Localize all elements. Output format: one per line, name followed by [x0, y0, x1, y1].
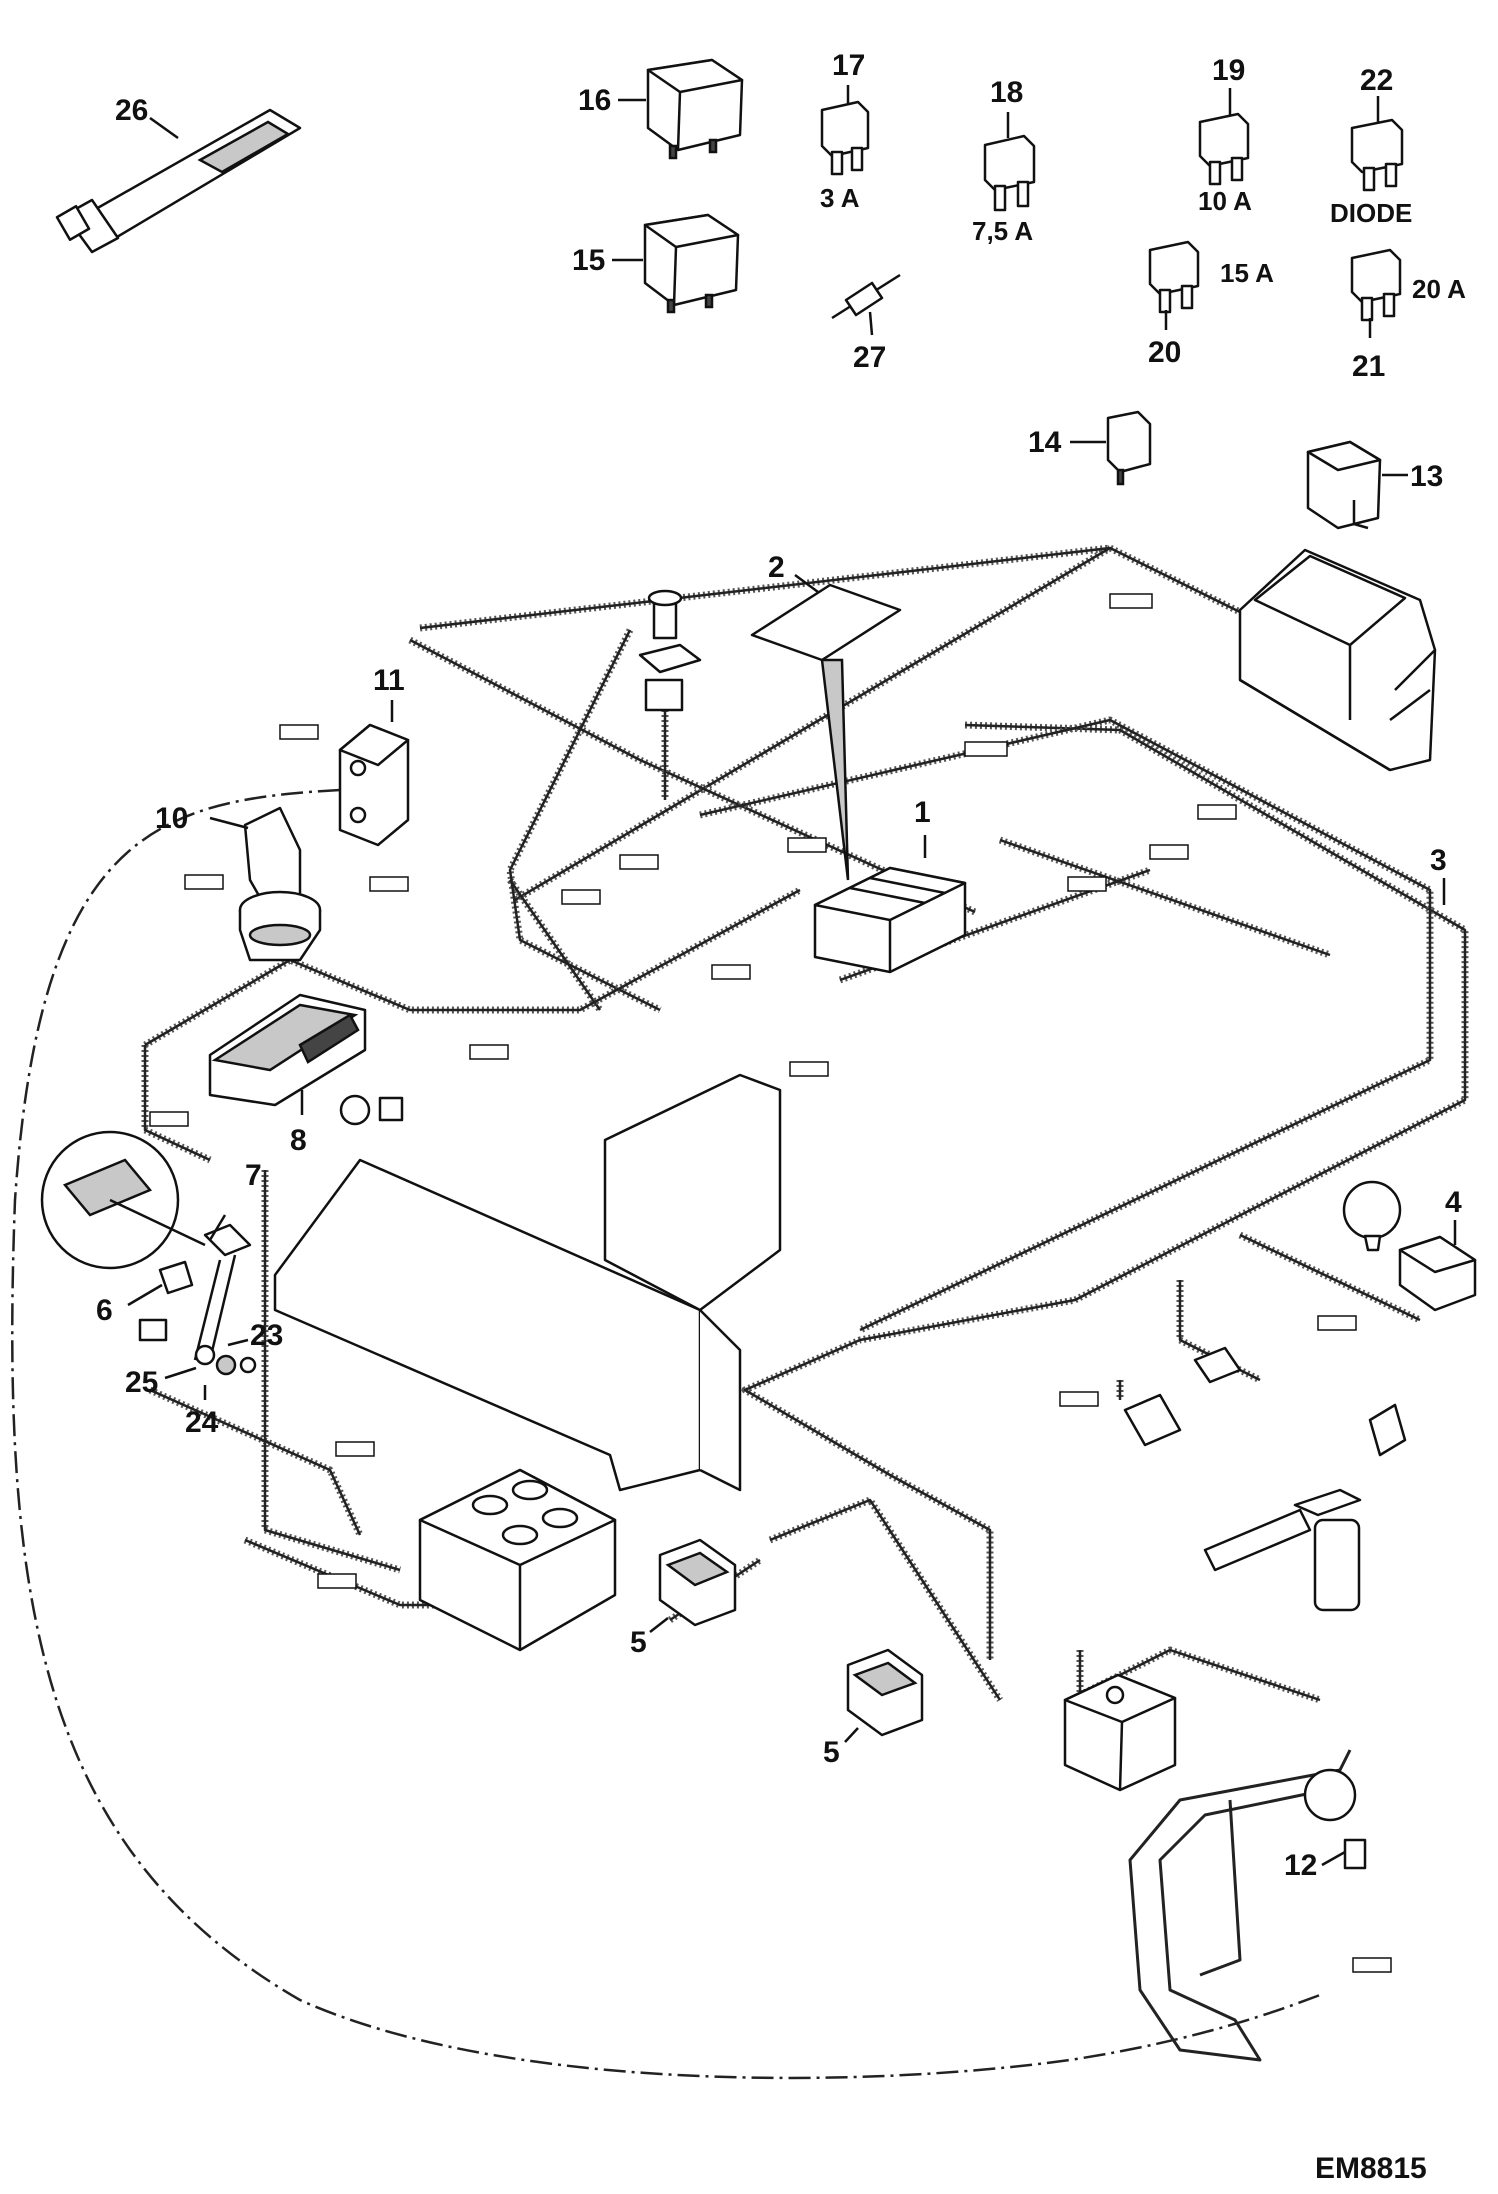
fuse-rating-18: 7,5 A [972, 216, 1033, 246]
drawing-code: EM8815 [1315, 2152, 1427, 2185]
joystick-icon [238, 806, 322, 962]
work-lamp-icon [1342, 1180, 1402, 1252]
relay-icon [1106, 410, 1152, 486]
blade-fuse-icon [1148, 240, 1200, 314]
relay-icon [646, 58, 744, 160]
callout-26: 26 [115, 94, 148, 127]
fuse-rating-19: 10 A [1198, 186, 1252, 216]
blade-fuse-icon [1350, 248, 1402, 322]
grease-tube-icon [55, 108, 302, 254]
callout-14: 14 [1028, 426, 1062, 459]
callout-23: 23 [250, 1319, 283, 1352]
diode-icon [831, 273, 901, 320]
fuse-rating-22: DIODE [1330, 198, 1412, 228]
wiring-harness [141, 544, 1469, 1704]
callout-24: 24 [185, 1406, 219, 1439]
relay-icon [643, 213, 740, 314]
battery-icon [1063, 1673, 1177, 1792]
relay-block-icon [418, 1468, 617, 1652]
connector-tags [149, 593, 1392, 1973]
callout-8: 8 [290, 1124, 307, 1157]
actuator-icon [1203, 1488, 1362, 1612]
label-sheet [750, 583, 902, 881]
callout-18: 18 [990, 76, 1023, 109]
bracket-assembly [138, 1223, 257, 1376]
sensor-box-icon [338, 723, 410, 847]
blade-fuse-icon [820, 100, 870, 176]
relay-icon [1306, 440, 1382, 530]
battery-icon [1238, 548, 1437, 772]
work-lamp-icon [658, 1538, 737, 1627]
callout-5a: 5 [630, 1626, 647, 1659]
parking-brake-icon [339, 1094, 404, 1126]
callout-15: 15 [572, 244, 605, 277]
callout-25: 25 [125, 1366, 158, 1399]
fuse-rating-21: 20 A [1412, 274, 1466, 304]
operator-console [273, 1073, 782, 1492]
callout-17: 17 [832, 49, 865, 82]
callout-22: 22 [1360, 64, 1393, 97]
callout-19: 19 [1212, 54, 1245, 87]
callout-21: 21 [1352, 350, 1385, 383]
callout-10: 10 [155, 802, 188, 835]
blade-fuse-icon [1198, 112, 1250, 186]
callout-1: 1 [914, 796, 931, 829]
callout-11: 11 [373, 664, 405, 697]
beacon-icon [1398, 1235, 1477, 1312]
callout-4: 4 [1445, 1186, 1462, 1219]
sensor-cable [11, 788, 1321, 2080]
callout-27: 27 [853, 341, 886, 374]
controller-icon [208, 993, 367, 1107]
callout-7: 7 [245, 1159, 262, 1192]
callout-5b: 5 [823, 1736, 840, 1769]
pushbutton-switch-icon [638, 589, 702, 712]
detail-inset [40, 1130, 206, 1270]
callout-16: 16 [578, 84, 611, 117]
fuse-rating-17: 3 A [820, 183, 860, 213]
callout-3: 3 [1430, 844, 1447, 877]
callout-12: 12 [1284, 1849, 1317, 1882]
blade-fuse-icon [983, 134, 1036, 212]
fuse-rating-20: 15 A [1220, 258, 1274, 288]
callout-20: 20 [1148, 336, 1181, 369]
callout-2: 2 [768, 551, 785, 584]
roll-bar-icon [1128, 1749, 1367, 2062]
callout-6: 6 [96, 1294, 113, 1327]
switch-icon [1123, 1346, 1407, 1457]
blade-fuse-icon [1350, 118, 1404, 192]
callout-13: 13 [1410, 460, 1443, 493]
work-lamp-icon [846, 1648, 924, 1737]
fuse-box-icon [813, 866, 967, 974]
